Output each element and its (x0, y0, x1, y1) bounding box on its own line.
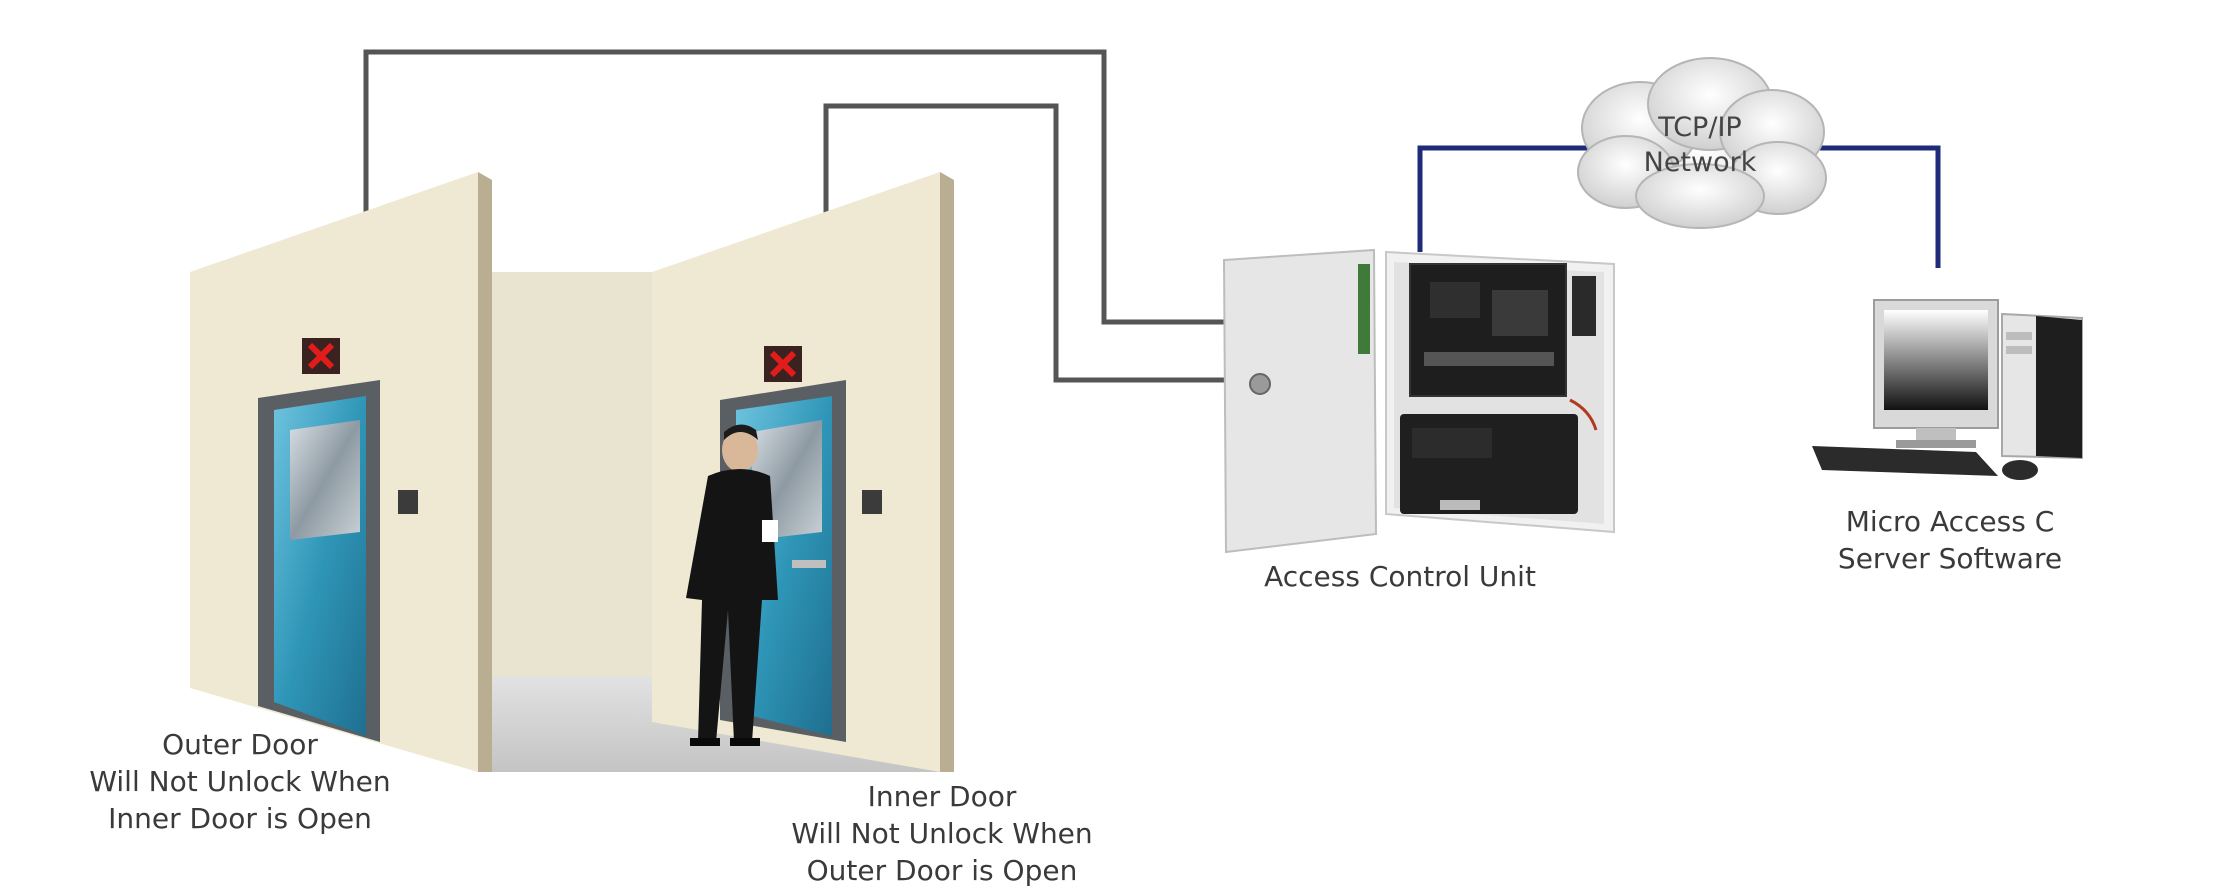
person-icon (686, 424, 778, 746)
inner-door-label-line-3: Outer Door is Open (806, 854, 1078, 887)
door-handle (792, 560, 826, 568)
outer-card-reader (398, 490, 418, 514)
server-label: Micro Access C Server Software (1800, 503, 2100, 577)
cloud-label: TCP/IP Network (1640, 110, 1760, 180)
keyboard (1812, 446, 1998, 476)
outer-door-label-line-2: Will Not Unlock When (89, 765, 391, 798)
inner-door-label: Inner Door Will Not Unlock When Outer Do… (772, 778, 1112, 889)
outer-door (258, 338, 418, 742)
red-x-icon (764, 346, 802, 382)
inner-door-label-line-2: Will Not Unlock When (791, 817, 1093, 850)
server-network-cable (1800, 145, 1941, 268)
cloud-label-line-1: TCP/IP (1658, 112, 1742, 143)
inner-door-label-line-1: Inner Door (867, 780, 1017, 813)
back-wall (492, 272, 652, 676)
cabinet-lock (1249, 373, 1271, 395)
controller-network-cable (1417, 145, 1600, 252)
desktop-computer-icon (1812, 299, 2083, 480)
outer-door-label-line-3: Inner Door is Open (108, 802, 372, 835)
outer-door-cable (363, 49, 1228, 382)
network-cables (1417, 145, 1941, 268)
inner-card-reader (862, 490, 882, 514)
door-cables (363, 49, 1228, 388)
access-control-unit-label: Access Control Unit (1240, 558, 1560, 595)
access-control-unit-text: Access Control Unit (1264, 560, 1536, 593)
outer-door-label: Outer Door Will Not Unlock When Inner Do… (70, 726, 410, 837)
mouse (2002, 460, 2038, 480)
server-label-line-2: Server Software (1837, 542, 2063, 575)
cloud-label-line-2: Network (1643, 147, 1757, 178)
cabinet-open-door (1222, 248, 1378, 554)
server-label-line-1: Micro Access C (1845, 505, 2055, 538)
cloud-icon (1577, 57, 1827, 229)
outer-door-label-line-1: Outer Door (162, 728, 318, 761)
monitor-screen (1884, 310, 1988, 410)
outer-wall-edge (478, 172, 492, 772)
inner-door-cable (823, 103, 1228, 388)
access-control-cabinet-icon (1222, 248, 1615, 554)
inner-wall-edge (940, 172, 954, 772)
red-x-icon (302, 338, 340, 374)
outer-door-window (290, 420, 360, 540)
